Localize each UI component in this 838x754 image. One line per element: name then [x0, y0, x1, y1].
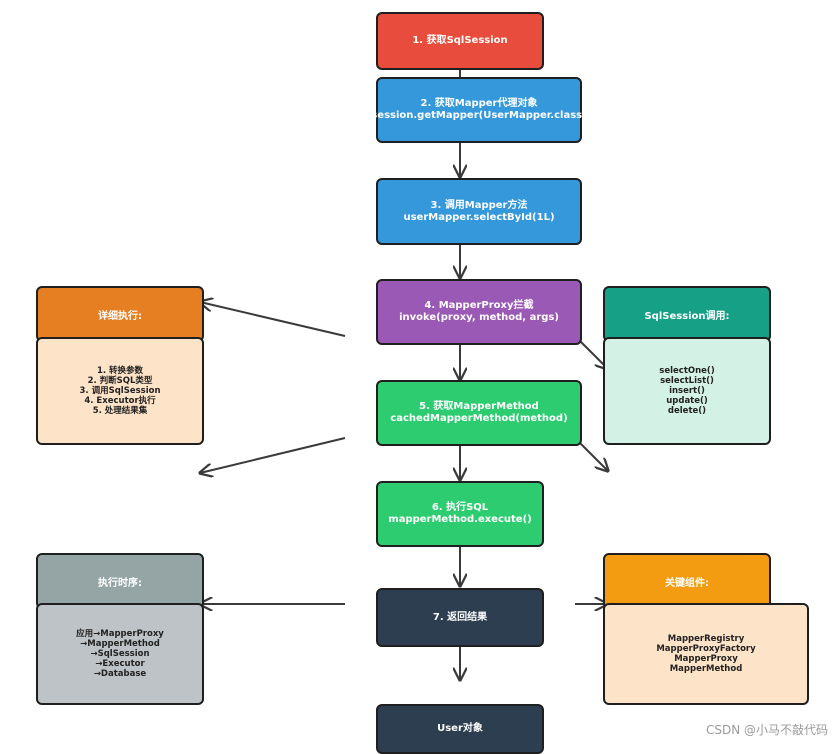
step-code: cachedMapperMethod(method): [390, 413, 568, 424]
watermark: CSDN @小马不敲代码: [705, 723, 828, 737]
step-get-mappermethod: 5. 获取MapperMethod cachedMapperMethod(met…: [376, 380, 582, 446]
list-item: update(): [666, 396, 708, 406]
list-item: selectOne(): [659, 366, 715, 376]
step-mapperproxy-intercept: 4. MapperProxy拦截 invoke(proxy, method, a…: [376, 279, 582, 345]
result-label: User对象: [437, 723, 483, 734]
sequence-panel-header: 执行时序:: [36, 553, 204, 609]
step-code: session.getMapper(UserMapper.class): [371, 110, 587, 121]
list-item: MapperProxy: [674, 654, 738, 664]
list-item: 5. 处理结果集: [92, 406, 148, 416]
step-label: 2. 获取Mapper代理对象: [420, 98, 538, 109]
step-code: userMapper.selectById(1L): [403, 211, 555, 223]
components-panel-header: 关键组件:: [603, 553, 771, 609]
step-label: 3. 调用Mapper方法: [430, 199, 528, 211]
list-item: 3. 调用SqlSession: [79, 386, 161, 396]
detail-panel-title: 详细执行:: [98, 310, 142, 322]
sequence-panel-title: 执行时序:: [98, 577, 142, 589]
list-item: 2. 判断SQL类型: [87, 376, 153, 386]
step-execute-sql: 6. 执行SQL mapperMethod.execute(): [376, 481, 544, 547]
detail-panel-body: 1. 转换参数 2. 判断SQL类型 3. 调用SqlSession 4. Ex…: [36, 337, 204, 445]
step-get-sqlsession: 1. 获取SqlSession: [376, 12, 544, 70]
sqlsession-panel-title: SqlSession调用:: [644, 310, 730, 322]
step-label: 5. 获取MapperMethod: [419, 401, 539, 412]
step-label: 1. 获取SqlSession: [412, 35, 508, 46]
sequence-panel-body: 应用→MapperProxy →MapperMethod →SqlSession…: [36, 603, 204, 705]
list-item: selectList(): [660, 376, 714, 386]
components-panel-body: MapperRegistry MapperProxyFactory Mapper…: [603, 603, 809, 705]
step-return-result: 7. 返回结果: [376, 588, 544, 647]
sqlsession-panel-body: selectOne() selectList() insert() update…: [603, 337, 771, 445]
result-user-object: User对象: [376, 704, 544, 754]
arrow-to-detail: [200, 302, 346, 337]
detail-panel-header: 详细执行:: [36, 286, 204, 342]
arrow-to-detail-2: [200, 437, 346, 473]
components-panel-title: 关键组件:: [665, 577, 709, 589]
step-get-mapper-proxy: 2. 获取Mapper代理对象 session.getMapper(UserMa…: [371, 77, 587, 143]
step-label: 7. 返回结果: [432, 611, 488, 623]
list-item: MapperMethod: [669, 664, 743, 674]
list-item: 4. Executor执行: [84, 396, 156, 406]
step-label: 4. MapperProxy拦截: [424, 300, 534, 311]
list-item: →SqlSession: [90, 649, 150, 659]
step-call-mapper-method: 3. 调用Mapper方法 userMapper.selectById(1L): [376, 178, 582, 245]
list-item: insert(): [669, 386, 705, 396]
list-item: MapperRegistry: [667, 634, 745, 644]
list-item: 1. 转换参数: [96, 366, 144, 376]
list-item: →MapperMethod: [80, 639, 160, 649]
sqlsession-panel-header: SqlSession调用:: [603, 286, 771, 342]
list-item: 应用→MapperProxy: [76, 629, 164, 639]
step-code: mapperMethod.execute(): [388, 514, 532, 525]
step-label: 6. 执行SQL: [431, 502, 489, 513]
list-item: MapperProxyFactory: [656, 644, 756, 654]
list-item: →Database: [93, 669, 147, 679]
list-item: →Executor: [95, 659, 145, 669]
step-code: invoke(proxy, method, args): [399, 312, 559, 323]
list-item: delete(): [667, 406, 707, 416]
